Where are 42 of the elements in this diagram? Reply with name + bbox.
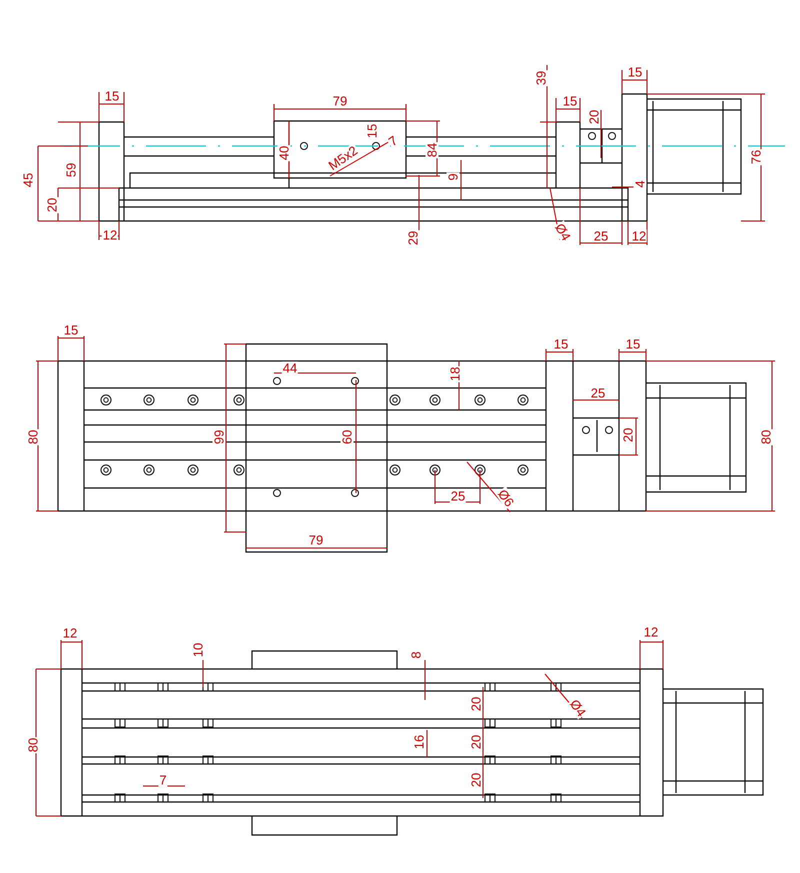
dimension-label: 20 [470, 734, 482, 750]
dimension-label: 12 [630, 230, 648, 242]
dimension-label: 79 [332, 94, 348, 108]
dimension-label: 80 [760, 428, 772, 446]
dimension-label: 12 [102, 228, 118, 242]
dimension-label: 20 [470, 772, 482, 788]
dimension-label: 80 [26, 736, 40, 754]
dimension-label: 4 [634, 179, 646, 189]
dimension-label: 20 [622, 426, 634, 444]
dimension-label: 76 [750, 148, 762, 166]
dimension-label: 9 [446, 172, 460, 182]
dimension-label: 40 [278, 144, 290, 162]
dimension-label: 15 [104, 90, 120, 102]
dimension-label: 99 [212, 428, 226, 446]
dimension-label: 10 [192, 642, 204, 658]
dimension-label: 59 [64, 162, 78, 178]
dimension-label: 25 [592, 230, 610, 242]
dimension-label: 80 [26, 428, 40, 446]
dimension-label: 60 [340, 428, 354, 446]
dimension-label: 20 [588, 108, 600, 126]
dimension-label: 7 [158, 774, 168, 786]
dimension-label: 15 [366, 122, 378, 140]
dimension-label: 25 [590, 386, 606, 400]
dimension-label: 12 [642, 626, 660, 638]
dimension-label: 15 [624, 338, 642, 350]
dimension-label: 25 [450, 490, 466, 502]
dimension-label: 84 [426, 142, 438, 158]
dimension-label: 20 [46, 196, 58, 214]
dimension-label: 15 [626, 66, 644, 78]
dimension-label: 16 [412, 734, 426, 750]
dimension-label: 39 [534, 70, 548, 86]
dimension-label: 15 [62, 324, 80, 336]
dimension-label: 79 [308, 534, 324, 546]
dimension-label: 29 [406, 230, 420, 246]
dimension-label: 45 [22, 172, 34, 188]
dimension-label: 15 [562, 94, 578, 108]
dimension-label: 15 [552, 338, 570, 350]
dimension-label: 44 [282, 362, 298, 374]
dimension-label: 12 [62, 626, 78, 640]
dimension-label: 18 [448, 366, 462, 382]
dimension-label: 8 [410, 650, 422, 660]
dimension-label: 20 [470, 696, 482, 712]
